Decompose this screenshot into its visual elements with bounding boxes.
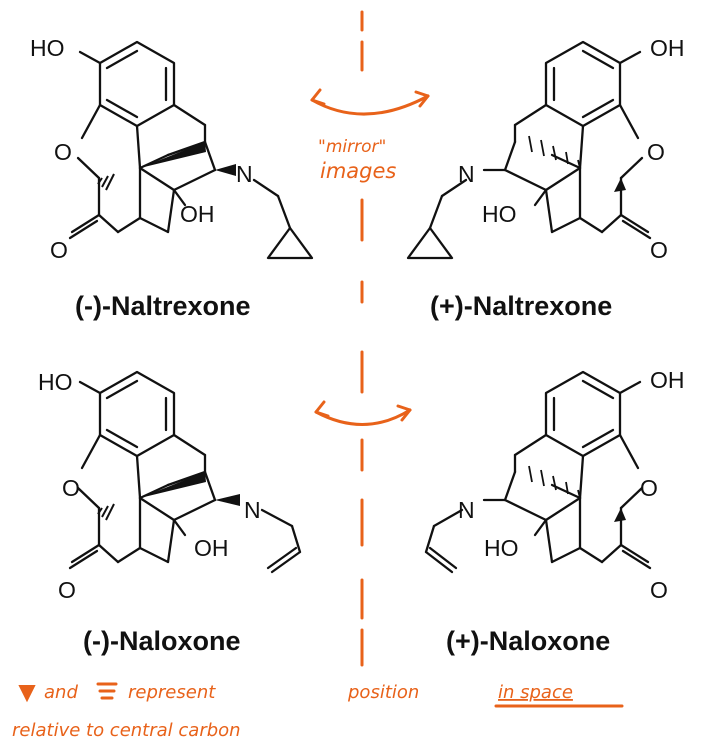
ketone-oxygen-label: O [650, 577, 668, 603]
footnote-in-space: in space [498, 682, 573, 703]
footnote-line2: relative to central carbon [12, 720, 241, 741]
nitrogen-label: N [236, 161, 253, 187]
double-arrow-bottom [314, 400, 412, 426]
footnote-position: position [347, 682, 419, 703]
hydroxyl-label: OH [650, 35, 685, 61]
wedge-symbol-icon [18, 685, 36, 703]
nitrogen-label: N [458, 497, 475, 523]
wedge-bond [140, 472, 206, 498]
double-arrow-top [310, 88, 430, 116]
hydroxyl-14-label: HO [484, 535, 519, 561]
mirror-label-line1: "mirror" [318, 137, 386, 157]
hydroxyl-14-label: OH [180, 201, 215, 227]
ether-oxygen-label: O [54, 139, 72, 165]
wedge-bond [614, 178, 626, 192]
hashed-bond [528, 135, 581, 169]
wedge-bond [215, 164, 236, 176]
ether-oxygen-label: O [640, 475, 658, 501]
hydroxyl-label: HO [38, 369, 73, 395]
nitrogen-label: N [458, 161, 475, 187]
footnote: and represent position in space relative… [12, 682, 624, 741]
hash-symbol-icon [96, 682, 118, 700]
wedge-bond [614, 508, 626, 522]
molecule-bottom-right: OH O N HO O (+)-Naloxone [424, 367, 685, 656]
hydroxyl-label: HO [30, 35, 65, 61]
mirror-label-line2: images [320, 159, 396, 183]
hydroxyl-14-label: OH [194, 535, 229, 561]
skeleton-bonds [68, 50, 314, 260]
hashed-bond [97, 173, 115, 191]
molecule-bottom-left: HO O N OH O (-)-Naloxone [38, 369, 302, 656]
compound-name: (-)-Naloxone [83, 626, 241, 656]
compound-name: (+)-Naloxone [446, 626, 610, 656]
footnote-represents: represent [128, 682, 216, 703]
ketone-oxygen-label: O [650, 237, 668, 263]
hashed-bond [528, 465, 581, 499]
wedge-bond [215, 494, 240, 506]
hydroxyl-14-label: HO [482, 201, 517, 227]
hydroxyl-label: OH [650, 367, 685, 393]
molecule-top-left: HO O N OH O (-)-Naltrexone [30, 35, 314, 321]
molecule-top-right: OH O N HO O (+)-Naltrexone [406, 35, 685, 321]
footnote-and: and [44, 682, 78, 703]
ketone-oxygen-label: O [58, 577, 76, 603]
hashed-bond [97, 503, 115, 521]
ether-oxygen-label: O [647, 139, 665, 165]
compound-name: (+)-Naltrexone [430, 291, 612, 321]
ether-oxygen-label: O [62, 475, 80, 501]
ketone-oxygen-label: O [50, 237, 68, 263]
compound-name: (-)-Naltrexone [75, 291, 251, 321]
aromatic-ring [98, 40, 176, 128]
wedge-bond [140, 142, 206, 168]
nitrogen-label: N [244, 497, 261, 523]
